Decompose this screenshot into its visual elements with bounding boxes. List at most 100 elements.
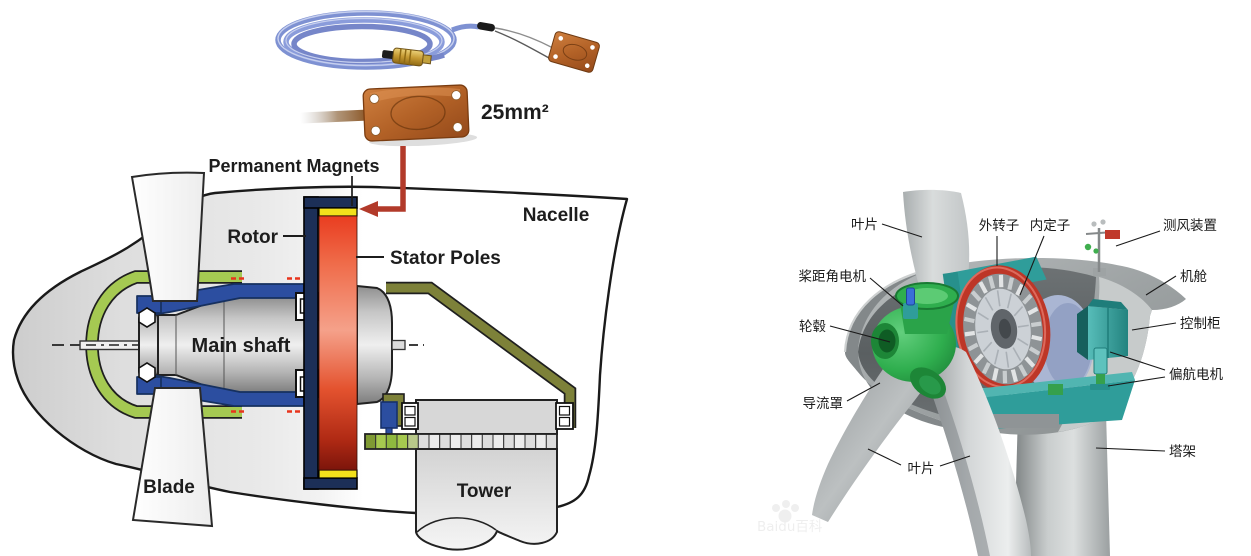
rt-gear-tooth — [1002, 370, 1008, 384]
label-stator-poles: Stator Poles — [390, 248, 501, 269]
rt-gear-tooth — [970, 290, 982, 302]
rt-label-blade-top: 叶片 — [851, 217, 878, 233]
rotor-cap-top — [303, 196, 358, 209]
rt-label-control-cabinet: 控制柜 — [1180, 316, 1221, 332]
yaw-gear-tooth — [428, 433, 441, 450]
sensor-photo: 25mm² — [275, 10, 600, 147]
tower-bottom-back-arc — [416, 517, 497, 533]
gold-connector — [381, 47, 432, 67]
rt-stator-line — [1013, 306, 1024, 317]
yaw-bearing-left — [401, 402, 419, 430]
rt-base-plate — [985, 414, 1059, 428]
rt-gear-tooth — [1027, 306, 1039, 316]
rt-gear-tooth — [978, 281, 988, 294]
yaw-gear-tooth — [449, 433, 462, 450]
rt-gear-tooth — [1015, 283, 1025, 296]
yaw-gear-tooth — [407, 433, 419, 450]
left-figure: 25mm² Permanent Magnets Rotor Stator Pol… — [11, 10, 629, 551]
rt-gear-tooth — [1028, 346, 1041, 356]
cable-right — [451, 23, 480, 33]
rt-stator-line — [1005, 351, 1010, 368]
rt-stator-lines — [977, 290, 1029, 368]
sensor-size-caption: 25mm² — [481, 101, 549, 124]
rt-gear-tooth — [1030, 321, 1042, 328]
rt-gear-tooth — [992, 368, 999, 381]
rt-label-wind-sensor: 测风装置 — [1163, 218, 1217, 234]
rt-stator-line — [977, 312, 989, 321]
rt-gear-tooth — [1031, 334, 1043, 342]
rt-label-nacelle: 机舱 — [1180, 269, 1208, 285]
rt-gear-tooth — [1018, 364, 1028, 377]
rt-labels: 叶片 桨距角电机 轮毂 导流罩 叶片 外转子 内定子 测风装置 机舱 控制柜 偏… — [799, 217, 1224, 477]
rt-gear-tooth — [964, 330, 976, 337]
rt-gear-teeth — [963, 274, 1043, 384]
rt-tower — [1014, 412, 1110, 556]
blade-lower — [131, 387, 214, 528]
yaw-gear-tooth — [535, 433, 547, 450]
label-blade: Blade — [143, 477, 195, 498]
yaw-gear-tooth — [439, 433, 451, 450]
rt-aux-box — [1048, 384, 1063, 395]
rt-gear-tooth — [998, 274, 1004, 288]
rt-control-cabinet — [1077, 299, 1128, 360]
rt-pitch-motor — [903, 287, 918, 319]
rt-label-blade-bottom: 叶片 — [908, 461, 935, 477]
magnet-strip-bottom — [318, 469, 358, 479]
stator-poles-band — [318, 215, 358, 471]
rt-gear-tooth — [1007, 277, 1014, 290]
yaw-gear-tooth — [385, 433, 398, 450]
rt-stator-line — [994, 349, 1000, 365]
label-permanent-magnets: Permanent Magnets — [208, 156, 379, 176]
rt-gear-tooth — [965, 302, 978, 312]
rt-gear-tooth — [963, 316, 975, 324]
rt-blade-middle-edge — [916, 350, 990, 556]
rt-stator-line — [996, 290, 1001, 307]
rt-gear-tooth — [1010, 369, 1018, 383]
rt-stator-line — [1017, 324, 1029, 328]
rt-gear-tooth — [973, 353, 984, 365]
rt-wind-vane — [1105, 230, 1120, 239]
magnet-strip-top — [318, 207, 358, 217]
rt-label-nose-cone: 导流罩 — [803, 396, 844, 412]
rt-label-yaw-motor: 偏航电机 — [1169, 367, 1223, 383]
rt-stator-line — [977, 330, 989, 334]
yaw-gear-tooth — [396, 433, 409, 450]
rt-label-pitch-motor: 桨距角电机 — [799, 268, 867, 285]
cable-coil — [275, 10, 457, 70]
hex-nuts — [138, 307, 156, 383]
sensor-arrow — [359, 146, 406, 217]
sensor-wire-2 — [494, 30, 550, 59]
rt-gear-tooth — [981, 362, 991, 375]
label-nacelle: Nacelle — [523, 205, 590, 226]
yaw-gear-tooth — [545, 433, 558, 450]
rotor-cap-bottom — [303, 477, 358, 490]
watermark: Baidu百科 — [757, 500, 823, 535]
rt-stator-line — [1006, 293, 1012, 309]
rt-yaw-motor — [1090, 347, 1110, 390]
label-main-shaft: Main shaft — [192, 335, 291, 357]
rt-gear-tooth — [967, 342, 979, 352]
yaw-gear-tooth — [471, 433, 483, 450]
rt-stator-line — [982, 341, 993, 352]
alignment-ticks — [231, 277, 301, 413]
yaw-gear-tooth — [375, 433, 387, 450]
yaw-gear-tooth — [513, 433, 526, 450]
rt-stator-line — [1012, 347, 1022, 362]
rt-anemometer — [1084, 219, 1120, 276]
yaw-gear-ring — [364, 433, 558, 450]
rt-ring-assembly — [942, 256, 1051, 393]
cable-sleeve — [477, 22, 496, 32]
rotor-disc-navy — [303, 196, 319, 490]
rt-stator-line — [984, 296, 994, 311]
sensor-patch-large — [299, 84, 478, 147]
rt-generator — [942, 256, 1135, 430]
yaw-gear-tooth — [460, 433, 473, 450]
tower-assembly — [364, 399, 574, 551]
yaw-gear-tooth — [417, 433, 430, 450]
sensor-patch-small — [548, 31, 600, 73]
shaft-bell — [356, 284, 424, 406]
yaw-gear-tooth — [481, 433, 494, 450]
yaw-gear-tooth — [364, 433, 377, 450]
rt-leaders — [829, 223, 1177, 467]
